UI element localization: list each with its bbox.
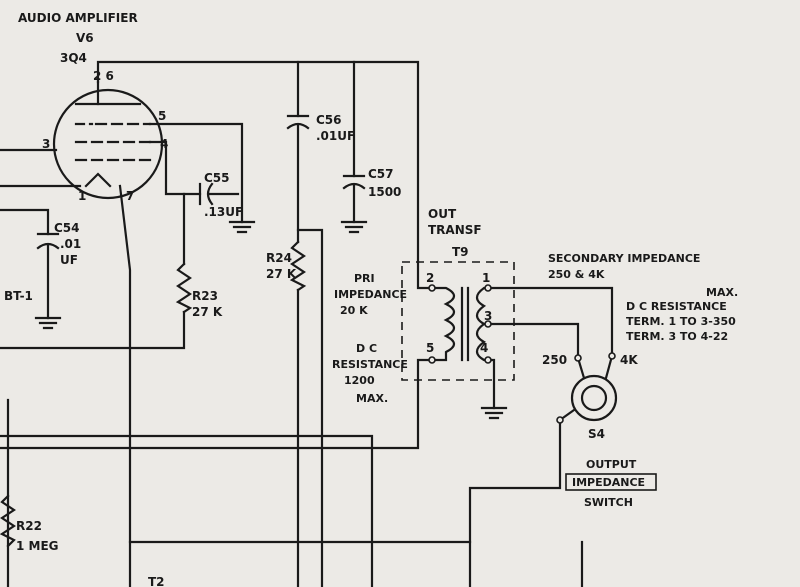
r23-name: R23 (192, 289, 218, 303)
pin-4-label: 4 (160, 137, 168, 151)
switch-label-line-1: OUTPUT (586, 458, 637, 471)
dc-resistance-pri-line-4: MAX. (356, 392, 388, 405)
bottom-partial-label: T2 (148, 575, 165, 587)
resistor-r22 (0, 494, 16, 548)
secondary-impedance-line-1: SECONDARY IMPEDANCE (548, 252, 700, 265)
title-line-1: AUDIO AMPLIFIER (18, 11, 138, 25)
t9-label: T9 (452, 245, 469, 259)
switch-label-line-3: SWITCH (584, 496, 633, 509)
switch-position-250: 250 (542, 353, 567, 367)
capacitor-c56 (286, 114, 310, 130)
text-labels: AUDIO AMPLIFIER V6 3Q4 2 6 5 4 3 1 7 C54… (4, 11, 738, 587)
transformer-t9 (401, 261, 515, 381)
terminal-4-label: 4 (480, 341, 488, 355)
switch-label-box (565, 473, 657, 491)
c55-name: C55 (204, 171, 230, 185)
r22-value: 1 MEG (16, 539, 59, 553)
dc-resistance-sec-line-1: MAX. (706, 286, 738, 299)
c57-value: 1500 (368, 185, 401, 199)
c55-value: .13UF (204, 205, 243, 219)
r24-value: 27 K (266, 267, 297, 281)
pin-5-label: 5 (158, 109, 166, 123)
dc-resistance-sec-line-4: TERM. 3 TO 4-22 (626, 330, 728, 343)
dc-resistance-pri-line-1: D C (356, 342, 377, 355)
c54-unit: UF (60, 253, 78, 267)
c56-value: .01UF (316, 129, 355, 143)
c54-value: .01 (60, 237, 81, 251)
pri-impedance-line-1: PRI (354, 272, 375, 285)
terminal-2-label: 2 (426, 271, 434, 285)
out-transf-line-2: TRANSF (428, 223, 482, 237)
switch-s4 (556, 352, 618, 424)
bt1-label: BT-1 (4, 289, 33, 303)
resistor-r24 (289, 240, 307, 292)
terminal-1-label: 1 (482, 271, 490, 285)
c54-name: C54 (54, 221, 80, 235)
terminal-5-label: 5 (426, 341, 434, 355)
capacitor-c57 (342, 174, 366, 190)
title-line-3: 3Q4 (60, 51, 87, 65)
dc-resistance-sec-line-3: TERM. 1 TO 3-350 (626, 315, 736, 328)
pri-impedance-line-2: IMPEDANCE (334, 288, 407, 301)
dc-resistance-pri-line-3: 1200 (344, 374, 375, 387)
terminal-3-label: 3 (484, 309, 492, 323)
secondary-impedance-line-2: 250 & 4K (548, 268, 605, 281)
resistor-r23 (175, 262, 193, 314)
pin-3-label: 3 (42, 137, 50, 151)
r24-name: R24 (266, 251, 292, 265)
pin-top-label: 2 6 (93, 69, 114, 83)
capacitor-c55 (198, 182, 214, 206)
wiring (0, 60, 614, 587)
pin-7-label: 7 (126, 189, 134, 203)
pri-impedance-line-3: 20 K (340, 304, 368, 317)
ground-symbols (34, 220, 508, 420)
r23-value: 27 K (192, 305, 223, 319)
r22-name: R22 (16, 519, 42, 533)
switch-label-line-2: IMPEDANCE (572, 476, 645, 489)
dc-resistance-sec-line-2: D C RESISTANCE (626, 300, 727, 313)
capacitor-c54 (36, 232, 60, 250)
c56-name: C56 (316, 113, 342, 127)
title-line-2: V6 (76, 31, 94, 45)
out-transf-line-1: OUT (428, 207, 457, 221)
s4-label: S4 (588, 427, 605, 441)
tube-v6 (52, 80, 164, 200)
c57-name: C57 (368, 167, 394, 181)
dc-resistance-pri-line-2: RESISTANCE (332, 358, 408, 371)
pin-1-label: 1 (78, 189, 86, 203)
switch-position-4k: 4K (620, 353, 638, 367)
